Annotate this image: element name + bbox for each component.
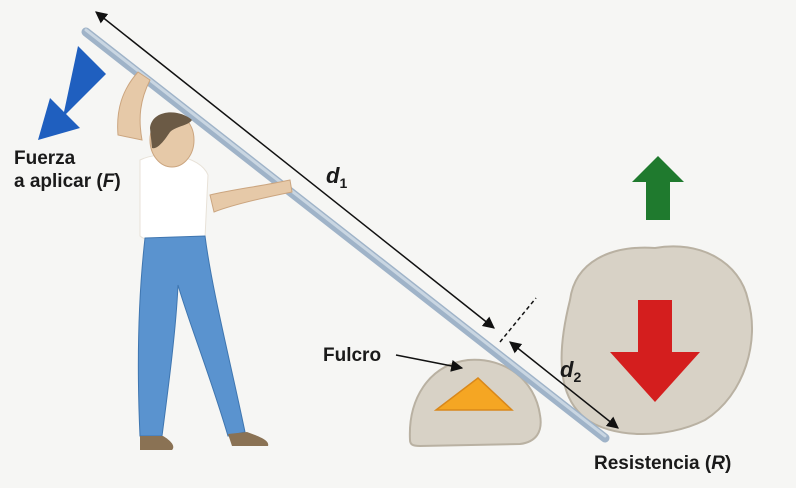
fulcrum-triangle xyxy=(433,377,514,411)
force-arrow-icon xyxy=(38,46,106,140)
d2-dimension-arrow xyxy=(509,341,619,429)
fulcrum-pointer-arrow xyxy=(395,354,464,372)
d1-label: d1 xyxy=(326,163,348,191)
force-label-line2: a aplicar (F) xyxy=(14,171,121,192)
resistance-label: Resistencia (R) xyxy=(594,453,732,474)
lift-arrow-icon xyxy=(632,156,684,220)
d2-label: d2 xyxy=(560,357,582,385)
fulcrum-label: Fulcro xyxy=(323,345,382,366)
d1-dimension-arrow xyxy=(95,11,495,329)
fulcrum-reference-line xyxy=(499,297,537,343)
force-label-line1: Fuerza xyxy=(14,148,76,169)
resistance-arrow-icon xyxy=(610,300,700,402)
force-label: Fuerza a aplicar (F) xyxy=(14,147,121,193)
